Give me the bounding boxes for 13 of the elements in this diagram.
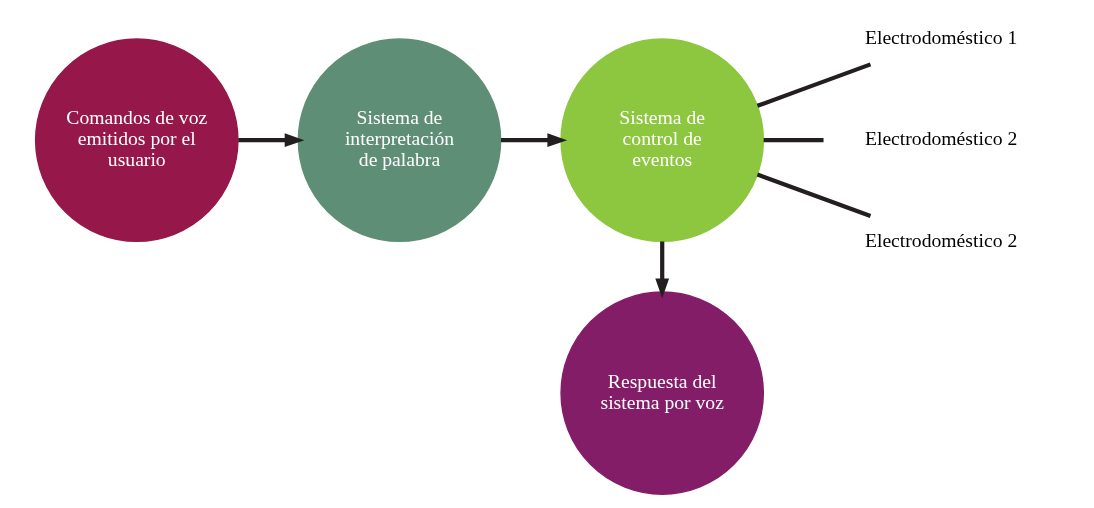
arrow [501,133,568,148]
node-text: Electrodoméstico 1 [864,26,1018,49]
node-circle: Sistema de interpretación de palabra [297,38,502,243]
node-text: Electrodoméstico 2 [864,228,1018,251]
node-text: Electrodoméstico 2 [864,127,1018,150]
node-circle: Comandos de voz emitidos por el usuario [34,38,239,243]
connector [763,138,824,143]
arrow [238,133,305,148]
node-circle: Respuesta del sistema por voz [560,291,765,495]
connector [756,62,872,108]
arrow [655,241,670,299]
node-circle: Sistema de control de eventos [560,38,765,243]
connector [756,172,872,218]
